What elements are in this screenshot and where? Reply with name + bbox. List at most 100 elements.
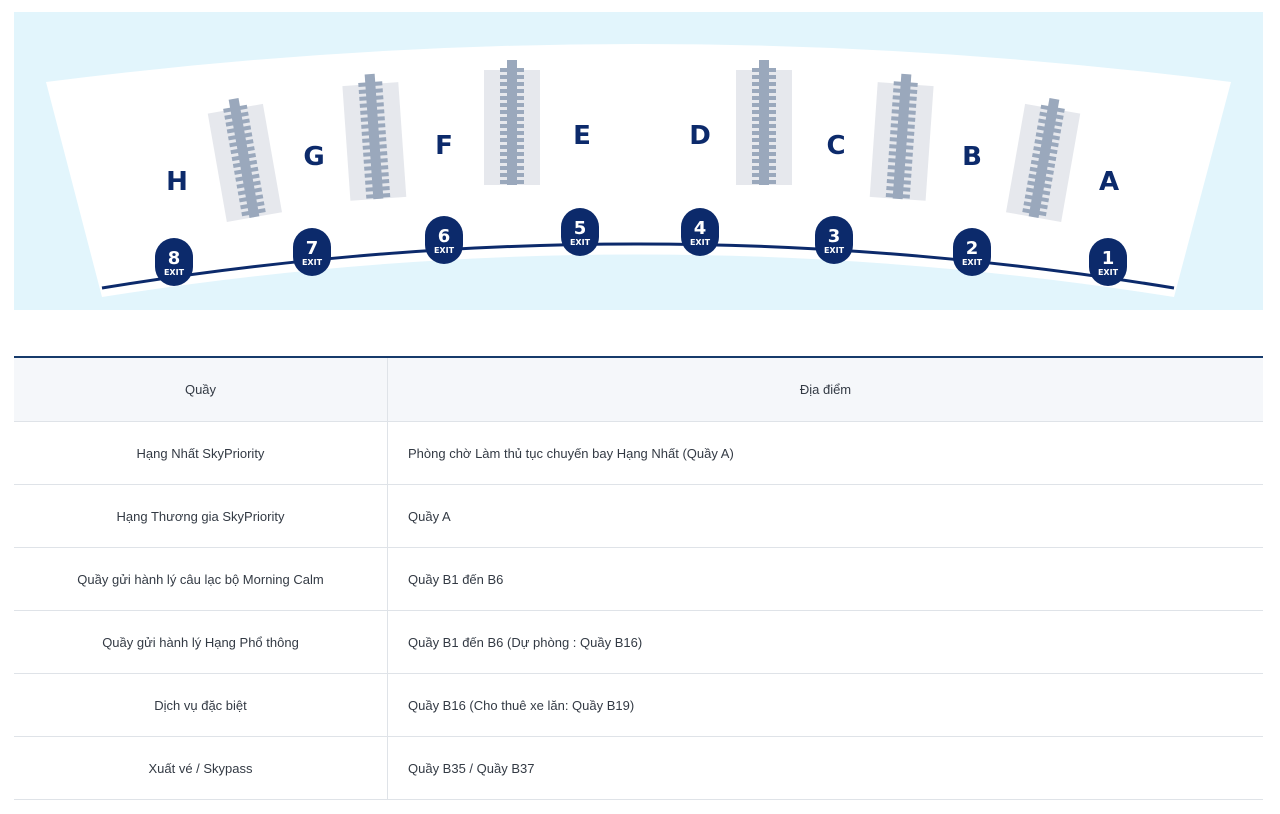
counter-desk bbox=[360, 116, 385, 122]
counter-label-d: D bbox=[689, 121, 711, 151]
exit-badge bbox=[425, 216, 463, 264]
baggage-belt bbox=[507, 60, 517, 185]
counter-desk bbox=[752, 82, 776, 86]
counter-desk bbox=[752, 138, 776, 142]
counter-desk bbox=[500, 103, 524, 107]
counter-desk bbox=[365, 179, 390, 185]
counter-desk bbox=[890, 130, 915, 136]
counter-desk bbox=[500, 152, 524, 156]
exit-word: EXIT bbox=[570, 238, 591, 247]
counter-desk bbox=[889, 137, 914, 143]
counter-label-f: F bbox=[435, 131, 453, 161]
table-row: Quầy gửi hành lý Hạng Phổ thông Quầy B1 … bbox=[14, 610, 1263, 674]
table-row: Hạng Nhất SkyPriority Phòng chờ Làm thủ … bbox=[14, 421, 1263, 485]
counter-desk bbox=[500, 96, 524, 100]
exit-badge bbox=[681, 208, 719, 256]
counter-desk bbox=[500, 110, 524, 114]
exit-number: 1 bbox=[1102, 248, 1115, 269]
counter-desk bbox=[231, 152, 256, 162]
counter-desk bbox=[752, 131, 776, 135]
location-cell: Quầy B1 đến B6 bbox=[387, 547, 1263, 611]
counter-desk bbox=[500, 117, 524, 121]
counter-desk bbox=[1032, 152, 1057, 162]
exit-badge bbox=[155, 238, 193, 286]
checkin-island bbox=[1006, 98, 1081, 222]
counter-desk bbox=[359, 102, 384, 108]
counter-desk bbox=[366, 193, 391, 199]
exit-number: 3 bbox=[828, 226, 841, 247]
exit-word: EXIT bbox=[302, 258, 323, 267]
counter-desk bbox=[1035, 132, 1060, 141]
terminal-floor bbox=[46, 44, 1231, 297]
counter-desk bbox=[500, 138, 524, 142]
counter-desk bbox=[752, 110, 776, 114]
counter-desk bbox=[364, 172, 389, 178]
location-cell: Quầy A bbox=[387, 484, 1263, 548]
counter-desk bbox=[752, 124, 776, 128]
counter-desk bbox=[224, 111, 249, 120]
counter-label-g: G bbox=[303, 142, 324, 172]
table-row: Quầy gửi hành lý câu lạc bộ Morning Calm… bbox=[14, 547, 1263, 611]
exit-number: 4 bbox=[694, 218, 707, 239]
counter-desk bbox=[1036, 125, 1062, 134]
counter-cell: Quầy gửi hành lý Hạng Phổ thông bbox=[14, 610, 388, 674]
counter-label-c: C bbox=[826, 131, 845, 161]
counter-desk bbox=[887, 172, 912, 178]
counter-desk bbox=[1022, 208, 1047, 217]
table-row: Hạng Thương gia SkyPriority Quầy A bbox=[14, 484, 1263, 548]
counter-desk bbox=[893, 81, 918, 87]
counter-desk bbox=[226, 125, 252, 134]
counter-desk bbox=[891, 109, 916, 115]
counter-desk bbox=[887, 165, 912, 171]
exit-badge bbox=[953, 228, 991, 276]
exit-number: 7 bbox=[306, 238, 319, 259]
header-location: Địa điểm bbox=[387, 357, 1263, 422]
counter-desk bbox=[1029, 166, 1054, 175]
counter-desk bbox=[1023, 201, 1048, 210]
counter-desk bbox=[362, 144, 387, 150]
counter-desk bbox=[500, 180, 524, 184]
counter-desk bbox=[1038, 118, 1063, 127]
counter-desk bbox=[229, 139, 254, 148]
exit-word: EXIT bbox=[824, 246, 845, 255]
exit-word: EXIT bbox=[434, 246, 455, 255]
counter-desk bbox=[360, 109, 385, 115]
counter-desk bbox=[361, 130, 386, 136]
counter-desk bbox=[893, 88, 918, 94]
counter-desk bbox=[1028, 173, 1053, 182]
counter-desk bbox=[362, 137, 387, 143]
terminal-walkway-line bbox=[101, 242, 1175, 290]
counter-desk bbox=[223, 104, 248, 113]
counter-cell: Hạng Thương gia SkyPriority bbox=[14, 484, 388, 548]
counter-desk bbox=[235, 173, 260, 182]
table-header-row: Quầy Địa điểm bbox=[14, 357, 1263, 422]
counter-desk bbox=[892, 95, 917, 101]
counter-desk bbox=[885, 193, 910, 199]
counter-desk bbox=[361, 123, 386, 129]
checkin-island bbox=[342, 73, 407, 201]
counter-label-e: E bbox=[573, 121, 591, 151]
counter-desk bbox=[752, 180, 776, 184]
counter-desk bbox=[358, 81, 383, 87]
counter-cell: Quầy gửi hành lý câu lạc bộ Morning Calm bbox=[14, 547, 388, 611]
baggage-belt bbox=[759, 60, 769, 185]
location-cell: Quầy B1 đến B6 (Dự phòng : Quầy B16) bbox=[387, 610, 1263, 674]
counter-desk bbox=[238, 194, 264, 203]
counter-desk bbox=[1030, 159, 1056, 168]
counter-cell: Dịch vụ đặc biệt bbox=[14, 673, 388, 737]
table-row: Xuất vé / Skypass Quầy B35 / Quầy B37 bbox=[14, 736, 1263, 800]
counter-desk bbox=[889, 144, 914, 150]
counter-desk bbox=[888, 151, 913, 157]
counter-desk bbox=[363, 151, 388, 157]
counter-desk bbox=[236, 180, 261, 189]
counter-desk bbox=[752, 166, 776, 170]
counter-desk bbox=[240, 201, 265, 210]
location-cell: Phòng chờ Làm thủ tục chuyến bay Hạng Nh… bbox=[387, 421, 1263, 485]
